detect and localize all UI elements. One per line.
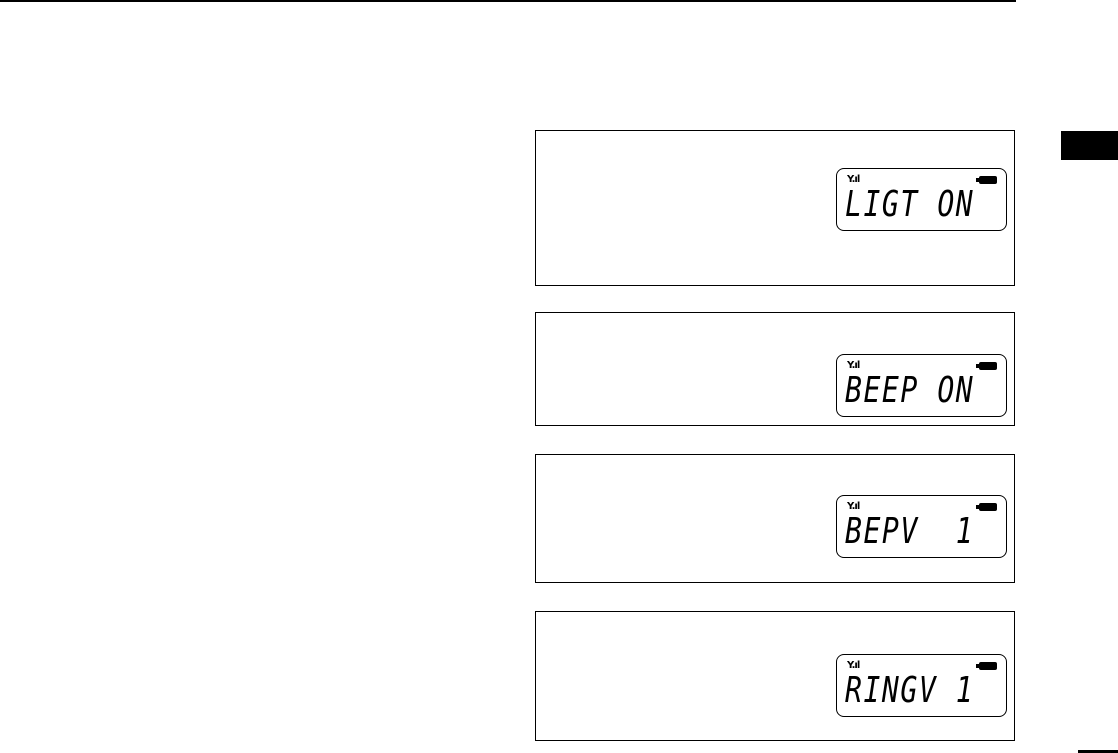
display-panel-beep-volume: Y.ıl BEPV 1: [535, 454, 1015, 583]
lcd-display: Y.ıl BEPV 1: [836, 495, 1007, 558]
battery-full-icon: [979, 176, 997, 184]
lcd-text: LIGT ON: [845, 185, 974, 225]
section-tab-marker: [1061, 131, 1118, 160]
lcd-text: BEPV 1: [845, 512, 974, 552]
header-rule: [0, 0, 1016, 2]
lcd-display: Y.ıl RINGV 1: [836, 654, 1007, 717]
display-panel-backlight: Y.ıl LIGT ON: [535, 130, 1015, 286]
display-panel-beep: Y.ıl BEEP ON: [535, 312, 1015, 426]
lcd-display: Y.ıl LIGT ON: [836, 168, 1007, 231]
lcd-text: RINGV 1: [845, 671, 974, 711]
lcd-text: BEEP ON: [845, 371, 974, 411]
lcd-display: Y.ıl BEEP ON: [836, 354, 1007, 417]
battery-full-icon: [979, 362, 997, 370]
display-panel-ring-volume: Y.ıl RINGV 1: [535, 611, 1015, 741]
battery-full-icon: [979, 662, 997, 670]
battery-full-icon: [979, 503, 997, 511]
